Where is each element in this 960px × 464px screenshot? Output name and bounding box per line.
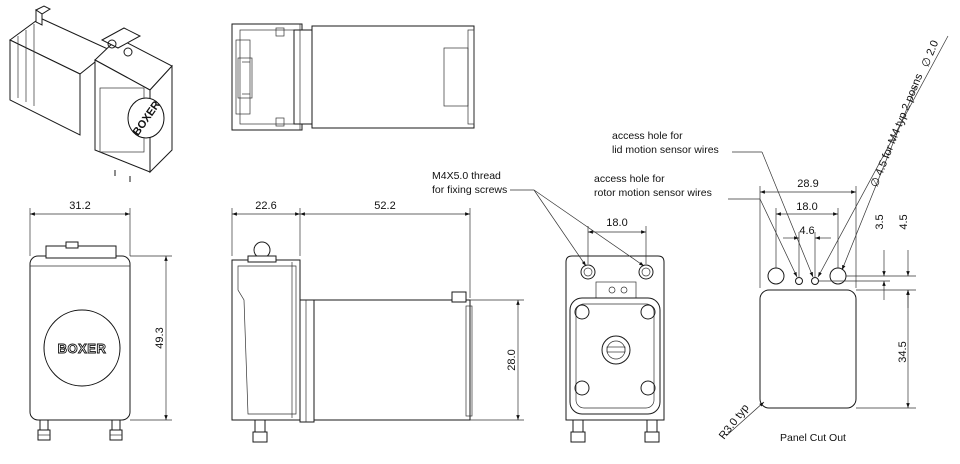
note-thread-line2: for fixing screws xyxy=(432,184,507,196)
note-lid-line2: lid motion sensor wires xyxy=(612,144,719,156)
dim-cut-holes: 18.0 xyxy=(796,201,817,213)
front-view: BOXER xyxy=(29,241,131,441)
side-view xyxy=(231,241,473,443)
back-dimensions: 18.0 M4X5.0 thread for fixing screws xyxy=(432,170,647,267)
dim-cut-sensor: 4.6 xyxy=(799,225,814,237)
back-view xyxy=(565,255,665,443)
front-dimensions: 31.2 49.3 xyxy=(29,200,172,421)
note-rotor-line1: access hole for xyxy=(594,173,665,185)
dim-front-height: 49.3 xyxy=(154,327,166,348)
panel-cutout-title: Panel Cut Out xyxy=(780,432,846,444)
panel-cutout: Panel Cut Out xyxy=(759,267,857,444)
dim-front-width: 31.2 xyxy=(69,200,90,212)
dim-cut-v2: 4.5 xyxy=(898,214,910,229)
note-lid-line1: access hole for xyxy=(612,130,683,142)
dim-side-motor: 28.0 xyxy=(506,349,518,370)
dim-side-body: 52.2 xyxy=(374,200,395,212)
dim-cut-radius: R3.0 typ xyxy=(717,402,752,442)
note-rotor-line2: rotor motion sensor wires xyxy=(594,187,712,199)
dim-side-head: 22.6 xyxy=(255,200,276,212)
dim-cut-overall: 28.9 xyxy=(797,178,818,190)
isometric-view: BOXER xyxy=(9,5,173,182)
dim-cut-height: 34.5 xyxy=(897,341,909,362)
front-logo-text: BOXER xyxy=(58,341,107,356)
dim-back-hole-spacing: 18.0 xyxy=(606,217,627,229)
top-view xyxy=(231,23,475,131)
side-dimensions: 22.6 52.2 28.0 xyxy=(231,200,524,421)
dim-cut-v1: 3.5 xyxy=(874,214,886,229)
note-thread-line1: M4X5.0 thread xyxy=(432,170,501,182)
